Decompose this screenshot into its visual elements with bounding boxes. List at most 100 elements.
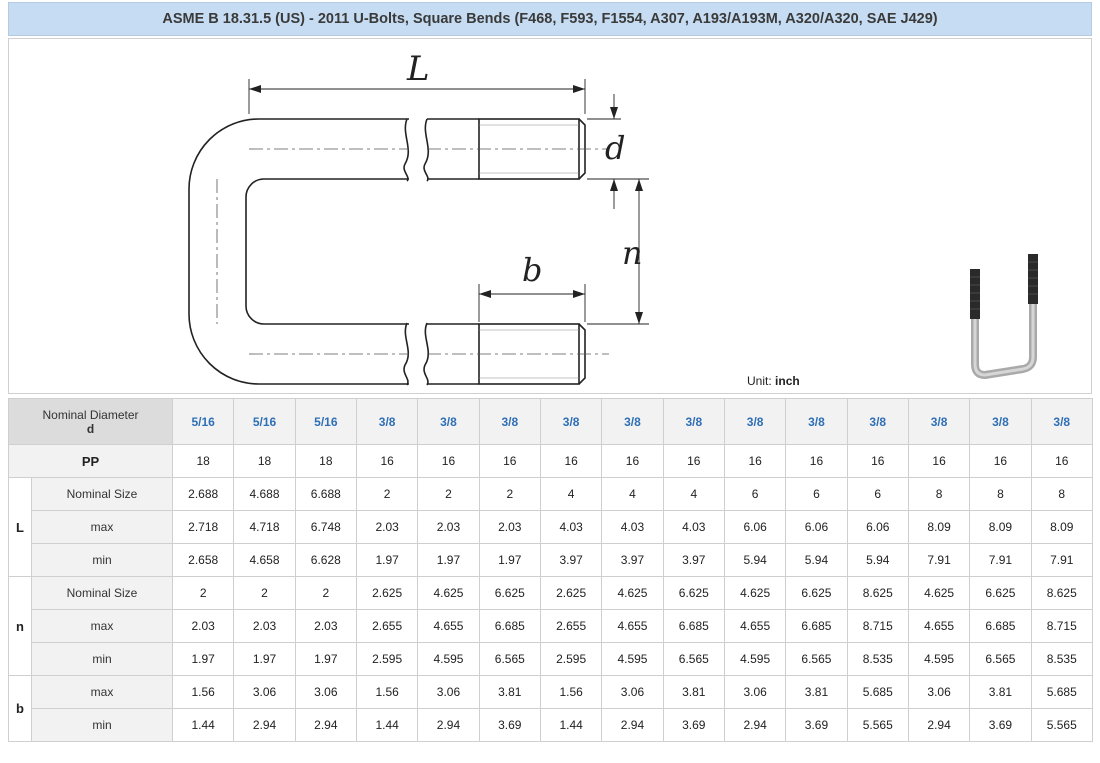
value-cell: 5.94 — [723, 543, 787, 577]
diameter-cell: 3/8 — [539, 398, 603, 445]
value-cell: 1.97 — [417, 543, 480, 577]
diameter-cell: 5/16 — [294, 398, 357, 445]
pp-cell: 16 — [478, 444, 541, 478]
value-cell: 8.09 — [969, 510, 1032, 544]
value-cell: 4.595 — [723, 642, 787, 676]
value-cell: 2 — [478, 477, 541, 511]
diameter-cell: 3/8 — [907, 398, 971, 445]
value-cell: 2.03 — [171, 609, 235, 643]
value-cell: 6.625 — [785, 576, 848, 610]
value-cell: 8.625 — [1030, 576, 1093, 610]
pp-cell: 18 — [171, 444, 235, 478]
pp-cell: 16 — [539, 444, 603, 478]
value-cell: 5.685 — [846, 675, 909, 709]
value-cell: 6.685 — [662, 609, 725, 643]
value-cell: 2 — [294, 576, 357, 610]
value-cell: 3.69 — [969, 708, 1032, 742]
value-cell: 3.81 — [662, 675, 725, 709]
nominal-diameter-label: Nominal Diameter — [42, 407, 139, 422]
value-cell: 2.03 — [355, 510, 419, 544]
page-title: ASME B 18.31.5 (US) - 2011 U-Bolts, Squa… — [8, 2, 1092, 36]
value-cell: 1.56 — [539, 675, 603, 709]
value-cell: 4 — [662, 477, 725, 511]
pp-cell: 16 — [1030, 444, 1093, 478]
value-cell: 6.06 — [785, 510, 848, 544]
label-d: d — [605, 129, 626, 167]
value-cell: 4.625 — [907, 576, 971, 610]
value-cell: 8.715 — [1030, 609, 1093, 643]
value-cell: 5.565 — [1030, 708, 1093, 742]
value-cell: 8.535 — [846, 642, 909, 676]
value-cell: 3.81 — [785, 675, 848, 709]
value-cell: 2 — [417, 477, 480, 511]
value-cell: 8.09 — [907, 510, 971, 544]
value-cell: 3.69 — [662, 708, 725, 742]
label-L: L — [407, 49, 430, 89]
value-cell: 1.56 — [355, 675, 419, 709]
value-cell: 6 — [846, 477, 909, 511]
value-cell: 6.565 — [785, 642, 848, 676]
diameter-cell: 3/8 — [785, 398, 848, 445]
value-cell: 8.625 — [846, 576, 909, 610]
diameter-cell: 3/8 — [662, 398, 725, 445]
value-cell: 5.685 — [1030, 675, 1093, 709]
pp-cell: 16 — [417, 444, 480, 478]
value-cell: 2.625 — [355, 576, 419, 610]
value-cell: 2.595 — [539, 642, 603, 676]
value-cell: 2 — [233, 576, 296, 610]
value-cell: 3.06 — [601, 675, 664, 709]
diameter-cell: 3/8 — [355, 398, 419, 445]
value-cell: 1.97 — [233, 642, 296, 676]
value-cell: 4.655 — [417, 609, 480, 643]
value-cell: 2.655 — [355, 609, 419, 643]
value-cell: 5.94 — [785, 543, 848, 577]
value-cell: 6.625 — [478, 576, 541, 610]
value-cell: 6.565 — [969, 642, 1032, 676]
group-label-b: b — [8, 675, 32, 742]
value-cell: 2.595 — [355, 642, 419, 676]
value-cell: 8.715 — [846, 609, 909, 643]
row-label: min — [31, 642, 173, 676]
pp-cell: 16 — [662, 444, 725, 478]
unit-value: inch — [775, 374, 800, 388]
pp-cell: 16 — [846, 444, 909, 478]
diagram-area: L d n b Unit: inch — [8, 38, 1092, 394]
pp-cell: 16 — [601, 444, 664, 478]
value-cell: 2.658 — [171, 543, 235, 577]
value-cell: 7.91 — [969, 543, 1032, 577]
value-cell: 3.81 — [478, 675, 541, 709]
value-cell: 2 — [171, 576, 235, 610]
value-cell: 2.94 — [907, 708, 971, 742]
value-cell: 2 — [355, 477, 419, 511]
value-cell: 2.94 — [233, 708, 296, 742]
value-cell: 4.655 — [601, 609, 664, 643]
value-cell: 1.44 — [539, 708, 603, 742]
value-cell: 4 — [539, 477, 603, 511]
row-label: min — [31, 543, 173, 577]
value-cell: 3.97 — [662, 543, 725, 577]
diameter-cell: 3/8 — [846, 398, 909, 445]
value-cell: 2.03 — [478, 510, 541, 544]
value-cell: 7.91 — [1030, 543, 1093, 577]
value-cell: 4.625 — [723, 576, 787, 610]
value-cell: 1.97 — [171, 642, 235, 676]
value-cell: 2.94 — [294, 708, 357, 742]
value-cell: 3.06 — [907, 675, 971, 709]
value-cell: 8 — [907, 477, 971, 511]
label-n: n — [622, 234, 643, 272]
value-cell: 6.685 — [478, 609, 541, 643]
value-cell: 2.655 — [539, 609, 603, 643]
diameter-cell: 3/8 — [478, 398, 541, 445]
row-label: max — [31, 609, 173, 643]
value-cell: 4.595 — [417, 642, 480, 676]
value-cell: 6.748 — [294, 510, 357, 544]
value-cell: 4.658 — [233, 543, 296, 577]
